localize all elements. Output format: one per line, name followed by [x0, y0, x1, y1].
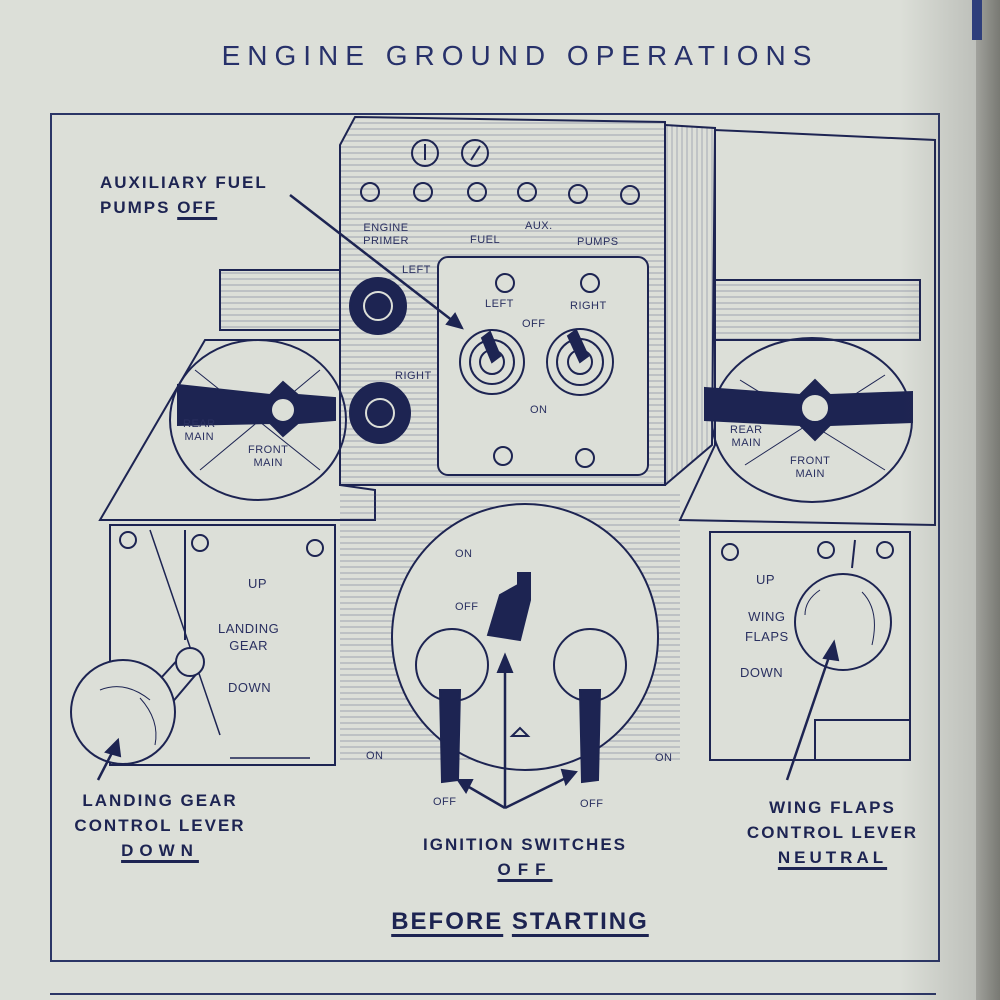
ignition-switches-callout-state-line: OFF [415, 857, 635, 882]
right-front-main-label: FRONT MAIN [790, 455, 830, 481]
fuel-label: FUEL [470, 234, 501, 246]
aux-fuel-pumps-line2: PUMPS OFF [100, 195, 268, 220]
top-gauge-2 [461, 139, 489, 167]
before-starting-caption: BEFORE STARTING [330, 908, 710, 936]
footer-word-before: BEFORE [391, 908, 504, 935]
ignition-left-switch [415, 628, 489, 784]
wing-flaps-control-lever [794, 573, 892, 671]
engine-primer-label: ENGINE PRIMER [358, 222, 414, 248]
ignition-switches-callout-state: OFF [497, 860, 553, 879]
ignition-on-right-label: ON [655, 752, 673, 764]
wing-flaps-name-line2: FLAPS [745, 629, 789, 644]
aux-fuel-pumps-line1: AUXILIARY FUEL [100, 173, 268, 192]
wing-flaps-down-label: DOWN [740, 665, 784, 680]
landing-gear-callout-state-line: DOWN [70, 838, 250, 863]
ignition-right-switch [553, 628, 627, 784]
right-front-label-line1: FRONT [790, 455, 831, 467]
wing-flaps-callout-state-line: NEUTRAL [745, 845, 920, 870]
left-front-label-line2: MAIN [253, 457, 283, 469]
ignition-switches-callout: IGNITION SWITCHES OFF [415, 832, 635, 882]
wing-flaps-callout-state: NEUTRAL [777, 848, 888, 867]
screw-row [360, 182, 640, 205]
landing-gear-name-label: LANDING GEAR [218, 620, 279, 654]
aux-fuel-pumps-prefix: PUMPS [100, 198, 178, 217]
next-frame-edge [50, 993, 936, 995]
ignition-on-left-label: ON [366, 750, 384, 762]
wing-flaps-up-label: UP [756, 572, 776, 587]
aux-off-label: OFF [522, 318, 546, 330]
ignition-switch-plate [391, 503, 659, 771]
left-rear-label-line2: MAIN [184, 431, 215, 443]
right-front-label-line2: MAIN [795, 468, 825, 480]
landing-gear-callout-state: DOWN [121, 841, 199, 860]
engine-primer-label-line1: ENGINE [363, 222, 409, 234]
ignition-off-right-label: OFF [580, 798, 604, 810]
landing-gear-plate [109, 524, 336, 766]
book-spine [976, 0, 1000, 1000]
wing-flaps-callout-line1: WING FLAPS [769, 798, 896, 817]
wing-flaps-name-line1: WING [748, 609, 786, 624]
landing-gear-up-label: UP [248, 576, 268, 591]
left-front-label-line1: FRONT [248, 444, 289, 456]
right-panel-side [664, 124, 717, 486]
engine-primer-label-line2: PRIMER [363, 235, 409, 247]
right-rear-main-label: REAR MAIN [730, 424, 763, 450]
pumps-label: PUMPS [577, 236, 619, 248]
left-side-console [219, 269, 341, 331]
ignition-master-lever [486, 572, 531, 642]
aux-right-switch-label: RIGHT [570, 300, 607, 312]
aux-left-switch-label: LEFT [485, 298, 514, 310]
aux-pump-left-switch [459, 329, 525, 395]
left-front-main-label: FRONT MAIN [248, 444, 288, 470]
left-fuel-selector-handle [177, 380, 336, 438]
primer-left-label: LEFT [402, 264, 431, 276]
aux-label: AUX. [525, 220, 553, 232]
top-gauge-1 [411, 139, 439, 167]
ignition-switches-callout-line1: IGNITION SWITCHES [423, 835, 627, 854]
landing-gear-control-lever [70, 647, 205, 765]
diagram-frame [50, 113, 940, 962]
landing-gear-callout: LANDING GEAR CONTROL LEVER DOWN [70, 788, 250, 863]
landing-gear-callout-line1: LANDING GEAR [82, 791, 238, 810]
ignition-off-top-label: OFF [455, 601, 479, 613]
aux-on-label: ON [530, 404, 548, 416]
right-rear-label-line2: MAIN [731, 437, 762, 449]
footer-word-starting: STARTING [511, 908, 649, 935]
wing-flaps-name-label: WING FLAPS [745, 607, 789, 647]
right-side-console [714, 279, 921, 341]
primer-right-label: RIGHT [395, 370, 432, 382]
ignition-off-left-label: OFF [433, 796, 457, 808]
aux-pump-right-switch [546, 328, 614, 396]
landing-gear-down-label: DOWN [228, 680, 272, 695]
landing-gear-name-line1: LANDING [218, 621, 280, 636]
engine-primer-right-knob [349, 382, 411, 444]
aux-pump-switch-plate [437, 256, 649, 476]
landing-gear-name-line2: GEAR [229, 638, 269, 653]
left-rear-main-label: REAR MAIN [183, 418, 216, 444]
aux-fuel-pumps-state: OFF [177, 198, 218, 217]
ignition-on-top-label: ON [455, 548, 473, 560]
wing-flaps-callout-line2: CONTROL LEVER [746, 823, 919, 842]
aux-fuel-pumps-callout: AUXILIARY FUEL PUMPS OFF [100, 170, 268, 220]
book-cover-edge [972, 0, 982, 40]
engine-primer-left-knob [349, 277, 407, 335]
left-fuel-selector-dial [169, 339, 347, 501]
left-rear-label-line1: REAR [183, 418, 216, 430]
wing-flaps-plate [709, 531, 911, 761]
page-title: ENGINE GROUND OPERATIONS [221, 40, 819, 71]
landing-gear-callout-line2: CONTROL LEVER [74, 816, 246, 835]
wing-flaps-callout: WING FLAPS CONTROL LEVER NEUTRAL [745, 795, 920, 870]
right-rear-label-line1: REAR [730, 424, 763, 436]
